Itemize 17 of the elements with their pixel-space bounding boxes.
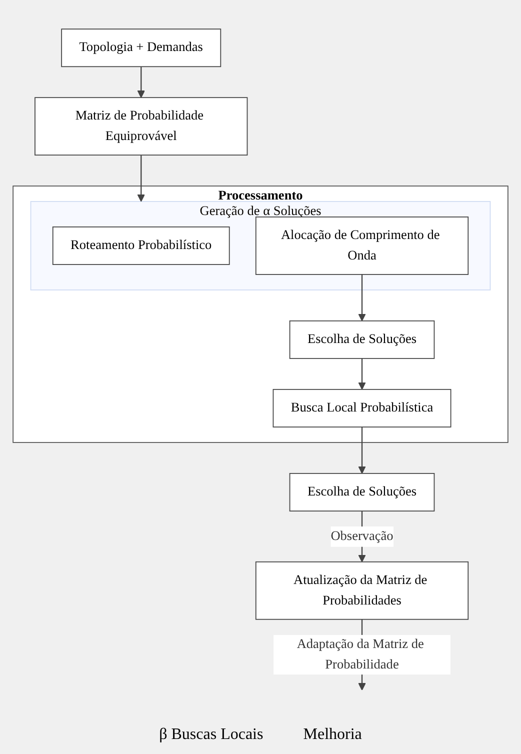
- annotation-text: Melhoria: [303, 726, 362, 744]
- arrow: [137, 66, 145, 98]
- node-box: Busca Local Probabilística: [272, 388, 452, 428]
- node-box: Matriz de Probabilidade Equiprovável: [34, 97, 248, 156]
- node-box: Roteamento Probabilístico: [52, 226, 230, 265]
- node-box: Atualização da Matriz de Probabilidades: [255, 561, 469, 620]
- arrow: [358, 358, 366, 390]
- arrow: [358, 274, 366, 322]
- node-box: Alocação de Comprimento de Onda: [255, 216, 469, 275]
- node-box: Escolha de Soluções: [289, 320, 435, 359]
- node-box: Escolha de Soluções: [289, 473, 435, 512]
- arrow: [358, 427, 366, 474]
- edge-label: Observação: [330, 529, 394, 544]
- edge-label: Adaptação da Matriz de Probabilidade: [296, 637, 424, 672]
- annotation-text: β Buscas Locais: [159, 726, 264, 744]
- node-box: Topologia + Demandas: [61, 28, 222, 68]
- arrow: [137, 155, 145, 202]
